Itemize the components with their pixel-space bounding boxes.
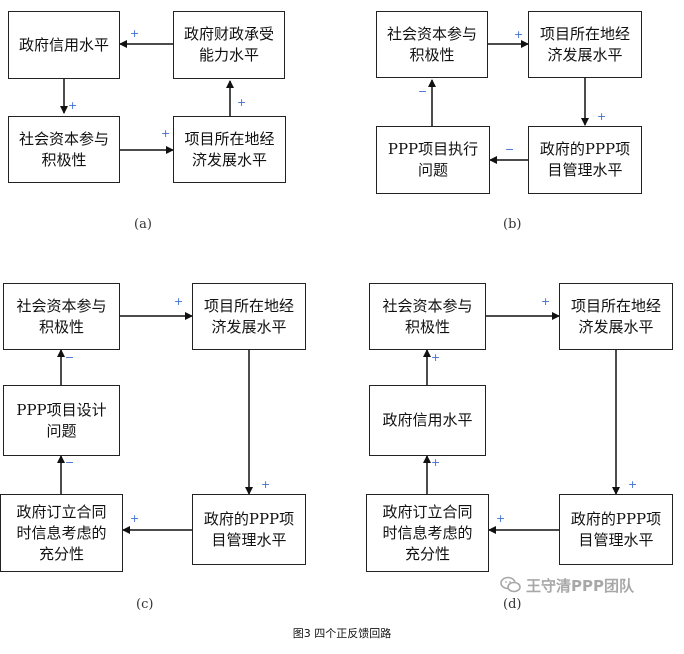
- sign-c-mgmt-to-info: +: [130, 512, 140, 525]
- sign-d-capital-to-econ: +: [541, 295, 551, 308]
- sign-d-credit-to-capital: +: [431, 351, 441, 364]
- sign-c-info-to-design: −: [65, 456, 75, 469]
- node-d-ppp-mgmt: 政府的PPP项 目管理水平: [559, 494, 673, 565]
- sign-b-capital-to-econ: +: [514, 28, 524, 41]
- watermark: 王守清PPP团队: [500, 573, 680, 597]
- figure-caption: 图3 四个正反馈回路: [292, 627, 392, 640]
- node-b-ppp-mgmt: 政府的PPP项 目管理水平: [528, 126, 642, 194]
- sign-b-econ-to-mgmt: +: [597, 110, 607, 123]
- sign-a-credit-to-capital: +: [68, 99, 78, 112]
- sign-d-mgmt-to-info: +: [496, 512, 506, 525]
- sign-a-econ-to-fiscal: +: [237, 96, 247, 109]
- node-b-social-capital: 社会资本参与 积极性: [376, 11, 488, 78]
- sign-c-econ-to-mgmt: +: [261, 478, 271, 491]
- sign-c-capital-to-econ: +: [174, 295, 184, 308]
- node-b-local-econ: 项目所在地经 济发展水平: [528, 11, 642, 78]
- node-a-gov-fiscal: 政府财政承受 能力水平: [173, 11, 285, 79]
- sign-a-fiscal-to-credit: +: [130, 27, 140, 40]
- sign-c-design-to-capital: −: [65, 351, 75, 364]
- node-c-ppp-mgmt: 政府的PPP项 目管理水平: [192, 494, 306, 565]
- panel-label-b: (b): [503, 217, 522, 232]
- sign-b-exec-to-capital: −: [418, 85, 428, 98]
- sign-d-econ-to-mgmt: +: [628, 478, 638, 491]
- node-c-info-consider: 政府订立合同 时信息考虑的 充分性: [0, 494, 123, 572]
- node-d-gov-credit: 政府信用水平: [369, 385, 486, 456]
- panel-label-c: (c): [136, 597, 154, 612]
- panel-label-d: (d): [503, 597, 522, 612]
- node-d-info-consider: 政府订立合同 时信息考虑的 充分性: [366, 494, 489, 572]
- node-d-local-econ: 项目所在地经 济发展水平: [559, 283, 673, 350]
- panel-label-a: (a): [134, 217, 152, 232]
- sign-b-mgmt-to-exec: −: [505, 143, 515, 156]
- sign-d-info-to-credit: +: [431, 456, 441, 469]
- node-c-ppp-design: PPP项目设计 问题: [3, 385, 120, 456]
- wechat-icon: [500, 576, 521, 593]
- watermark-text: 王守清PPP团队: [526, 576, 634, 595]
- node-c-local-econ: 项目所在地经 济发展水平: [192, 283, 306, 350]
- node-d-social-capital: 社会资本参与 积极性: [369, 283, 486, 350]
- node-a-social-capital: 社会资本参与 积极性: [8, 116, 120, 183]
- node-a-gov-credit: 政府信用水平: [8, 11, 120, 79]
- sign-a-capital-to-econ: +: [161, 127, 171, 140]
- node-a-local-econ: 项目所在地经 济发展水平: [173, 116, 286, 183]
- node-b-ppp-exec: PPP项目执行 问题: [376, 126, 490, 194]
- node-c-social-capital: 社会资本参与 积极性: [3, 283, 120, 350]
